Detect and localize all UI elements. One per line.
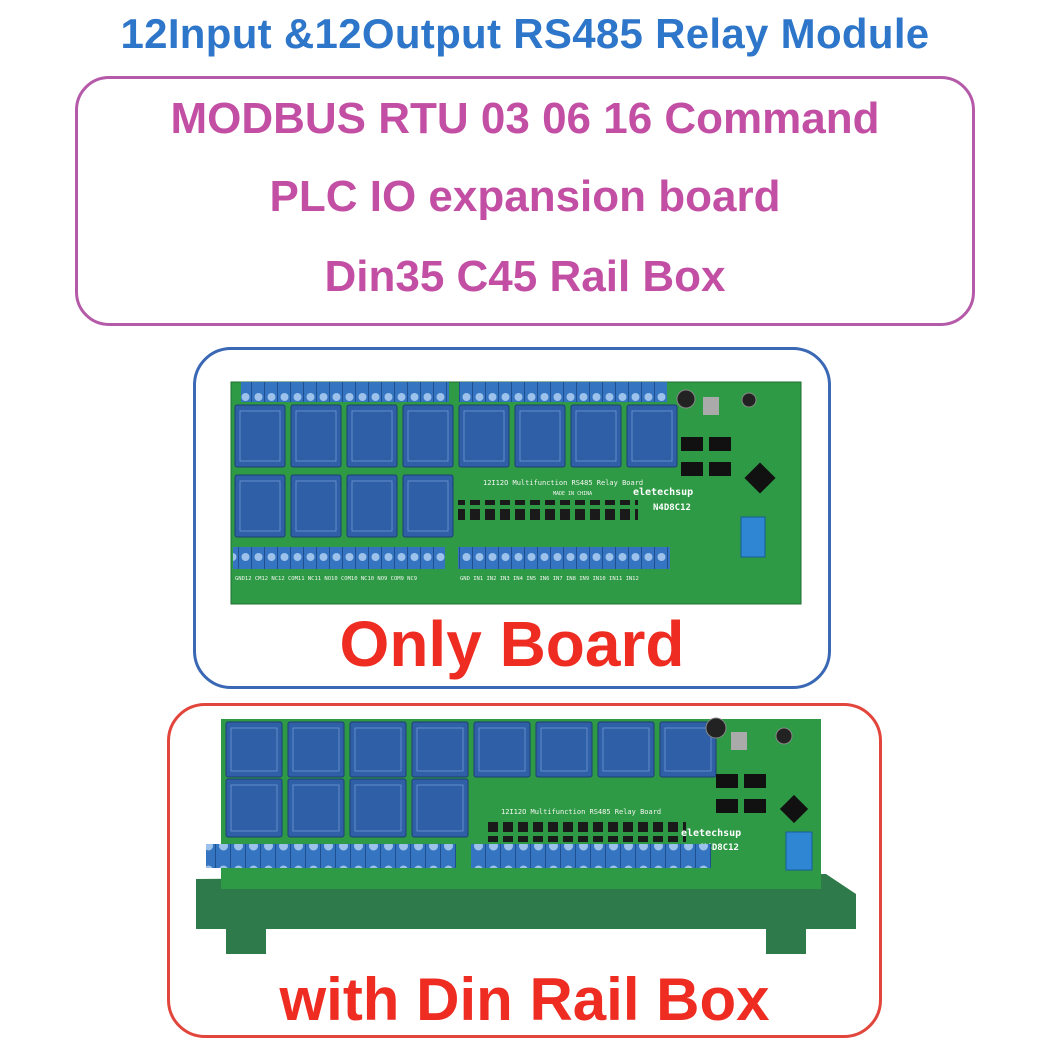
top-terminal-strip-right: [459, 382, 667, 402]
board-photo: 12I12O Multifunction RS485 Relay Board M…: [230, 381, 802, 605]
page-title: 12Input &12Output RS485 Relay Module: [120, 10, 930, 57]
relay-label-area: [540, 727, 588, 772]
input-terminal-strip: [458, 547, 670, 569]
relay: [234, 474, 286, 538]
rail-relay-row-top: [225, 721, 717, 778]
optocoupler-row: [458, 500, 638, 520]
relay-label-area: [519, 410, 561, 462]
relay-label-area: [239, 480, 281, 532]
model-label: N4D8C12: [653, 503, 691, 513]
relay-row-top: [234, 404, 678, 468]
rail-caption: with Din Rail Box: [279, 966, 770, 1033]
relay-label-area: [351, 410, 393, 462]
relay: [290, 404, 342, 468]
relay: [402, 404, 454, 468]
rail-brand-label: eletechsup: [681, 828, 741, 839]
relay-label-area: [575, 410, 617, 462]
relay: [346, 474, 398, 538]
rail-optocoupler-row: [486, 822, 686, 842]
relay: [473, 721, 531, 778]
relay-label-area: [354, 784, 402, 832]
relay-label-area: [478, 727, 526, 772]
relay: [349, 721, 407, 778]
relay-label-area: [416, 727, 464, 772]
relay: [659, 721, 717, 778]
relay-label-area: [239, 410, 281, 462]
spec-line-din: Din35 C45 Rail Box: [324, 252, 726, 301]
relay: [514, 404, 566, 468]
rail-input-terminal-strip: [471, 844, 711, 868]
rail-relay-row-bottom: [225, 778, 469, 838]
relay: [458, 404, 510, 468]
board-caption: Only Board: [339, 608, 685, 680]
relay-label-area: [416, 784, 464, 832]
relay: [535, 721, 593, 778]
relay: [626, 404, 678, 468]
relay-row-bottom: [234, 474, 454, 538]
relay: [346, 404, 398, 468]
rail-model-label: N4D8C12: [701, 843, 739, 853]
relay-label-area: [230, 727, 278, 772]
spec-line-modbus: MODBUS RTU 03 06 16 Command: [170, 94, 880, 143]
relay-label-area: [407, 410, 449, 462]
relay: [234, 404, 286, 468]
relay: [411, 721, 469, 778]
rail-photo-frame: 12I12O Multifunction RS485 Relay Board e…: [167, 703, 882, 1038]
relay: [597, 721, 655, 778]
relay-label-area: [295, 480, 337, 532]
relay-label-area: [664, 727, 712, 772]
relay-label-area: [631, 410, 673, 462]
rail-output-terminal-strip: [206, 844, 456, 868]
relay-label-area: [463, 410, 505, 462]
silkscreen-made-in: MADE IN CHINA: [553, 491, 592, 497]
rail-dip-switch: [785, 831, 813, 871]
relay: [225, 778, 283, 838]
rail-silkscreen-title: 12I12O Multifunction RS485 Relay Board: [501, 808, 661, 816]
relay-label-area: [292, 727, 340, 772]
dip-switch: [740, 516, 766, 558]
relay: [411, 778, 469, 838]
rail-photo: 12I12O Multifunction RS485 Relay Board e…: [196, 717, 856, 954]
rail-ic-chips: [705, 717, 809, 824]
relay: [225, 721, 283, 778]
relay-label-area: [354, 727, 402, 772]
relay-label-area: [602, 727, 650, 772]
relay: [287, 778, 345, 838]
relay: [402, 474, 454, 538]
relay-label-area: [295, 410, 337, 462]
relay: [570, 404, 622, 468]
top-terminal-strip-left: [241, 382, 449, 402]
spec-line-plc: PLC IO expansion board: [269, 172, 781, 221]
relay: [349, 778, 407, 838]
output-terminal-labels: GND12 CM12 NC12 COM11 NC11 NO10 COM10 NC…: [235, 576, 417, 582]
brand-label: eletechsup: [633, 487, 693, 498]
board-photo-frame: 12I12O Multifunction RS485 Relay Board M…: [193, 347, 831, 689]
spec-box: MODBUS RTU 03 06 16 Command PLC IO expan…: [75, 76, 975, 326]
relay: [290, 474, 342, 538]
relay-label-area: [407, 480, 449, 532]
relay-label-area: [351, 480, 393, 532]
relay-label-area: [292, 784, 340, 832]
relay-label-area: [230, 784, 278, 832]
silkscreen-title: 12I12O Multifunction RS485 Relay Board: [483, 479, 643, 487]
output-terminal-strip: [233, 547, 445, 569]
relay: [287, 721, 345, 778]
input-terminal-labels: GND IN1 IN2 IN3 IN4 IN5 IN6 IN7 IN8 IN9 …: [460, 576, 639, 582]
